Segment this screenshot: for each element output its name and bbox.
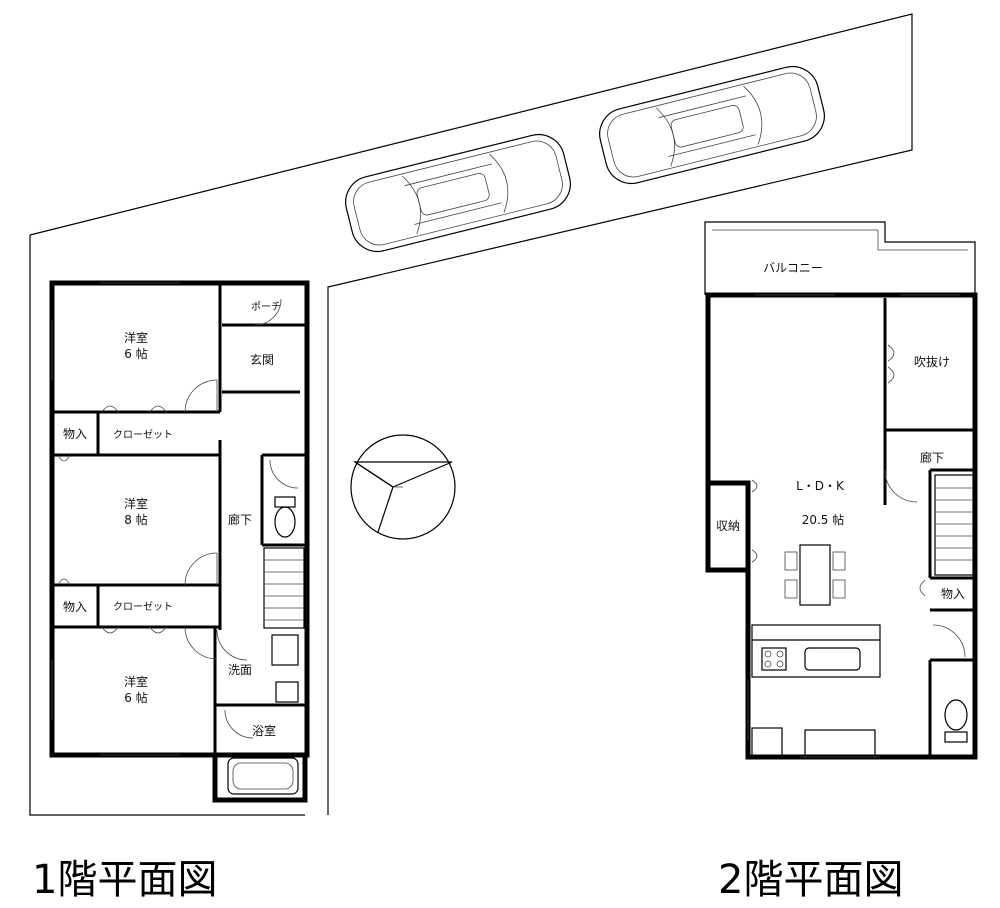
floor1-entrance: 玄関 (250, 352, 274, 367)
floor1-closet-a: クローゼット (113, 429, 173, 441)
floor2-storage: 物入 (941, 587, 965, 601)
floor2-hallway: 廊下 (920, 450, 944, 465)
floor1-bedroom-c-size: 6 帖 (124, 690, 147, 705)
floor2-kitchen-counter (751, 624, 881, 757)
floor2-ldk-size: 20.5 帖 (802, 512, 845, 527)
floor2-title: 2階平面図 (718, 857, 903, 903)
floor1-bedroom-b-size: 8 帖 (124, 512, 147, 527)
floor1-hallway: 廊下 (228, 512, 252, 527)
floor2-dining-table (784, 544, 846, 606)
floor2-storage-closet: 収納 (716, 519, 740, 533)
floor1-bedroom-c-name: 洋室 (124, 674, 148, 689)
floor1-toilet (274, 496, 296, 538)
floor1-title: 1階平面図 (32, 857, 217, 903)
floor1-closet-b: クローゼット (113, 601, 173, 613)
floor2-plan (704, 221, 978, 760)
floor2-ldk-name: L・D・K (796, 479, 845, 493)
site-lot-outline (29, 13, 913, 816)
floor1-bedroom-a-size: 6 帖 (124, 346, 147, 361)
parked-car-left (345, 133, 571, 253)
floor1-porch: ポーチ (251, 301, 281, 313)
floor1-bedroom-a-name: 洋室 (124, 330, 148, 345)
floor2-void: 吹抜け (914, 355, 950, 369)
floor2-stairs (934, 474, 974, 576)
floor1-bathtub (227, 757, 299, 795)
floor2-balcony: バルコニー (763, 261, 823, 275)
floor1-storage-a: 物入 (63, 427, 87, 441)
floor1-bedroom-b-name: 洋室 (124, 496, 148, 511)
north-compass (350, 434, 456, 540)
parked-car-right (599, 65, 825, 185)
floor1-bathroom: 浴室 (252, 723, 276, 738)
floor2-toilet (944, 699, 968, 743)
floor1-storage-b: 物入 (63, 600, 87, 614)
floor1-washbasin (271, 634, 299, 666)
floor1-stairs (263, 547, 305, 629)
floor1-plan (49, 280, 310, 803)
floor1-washroom: 洗面 (228, 663, 252, 677)
